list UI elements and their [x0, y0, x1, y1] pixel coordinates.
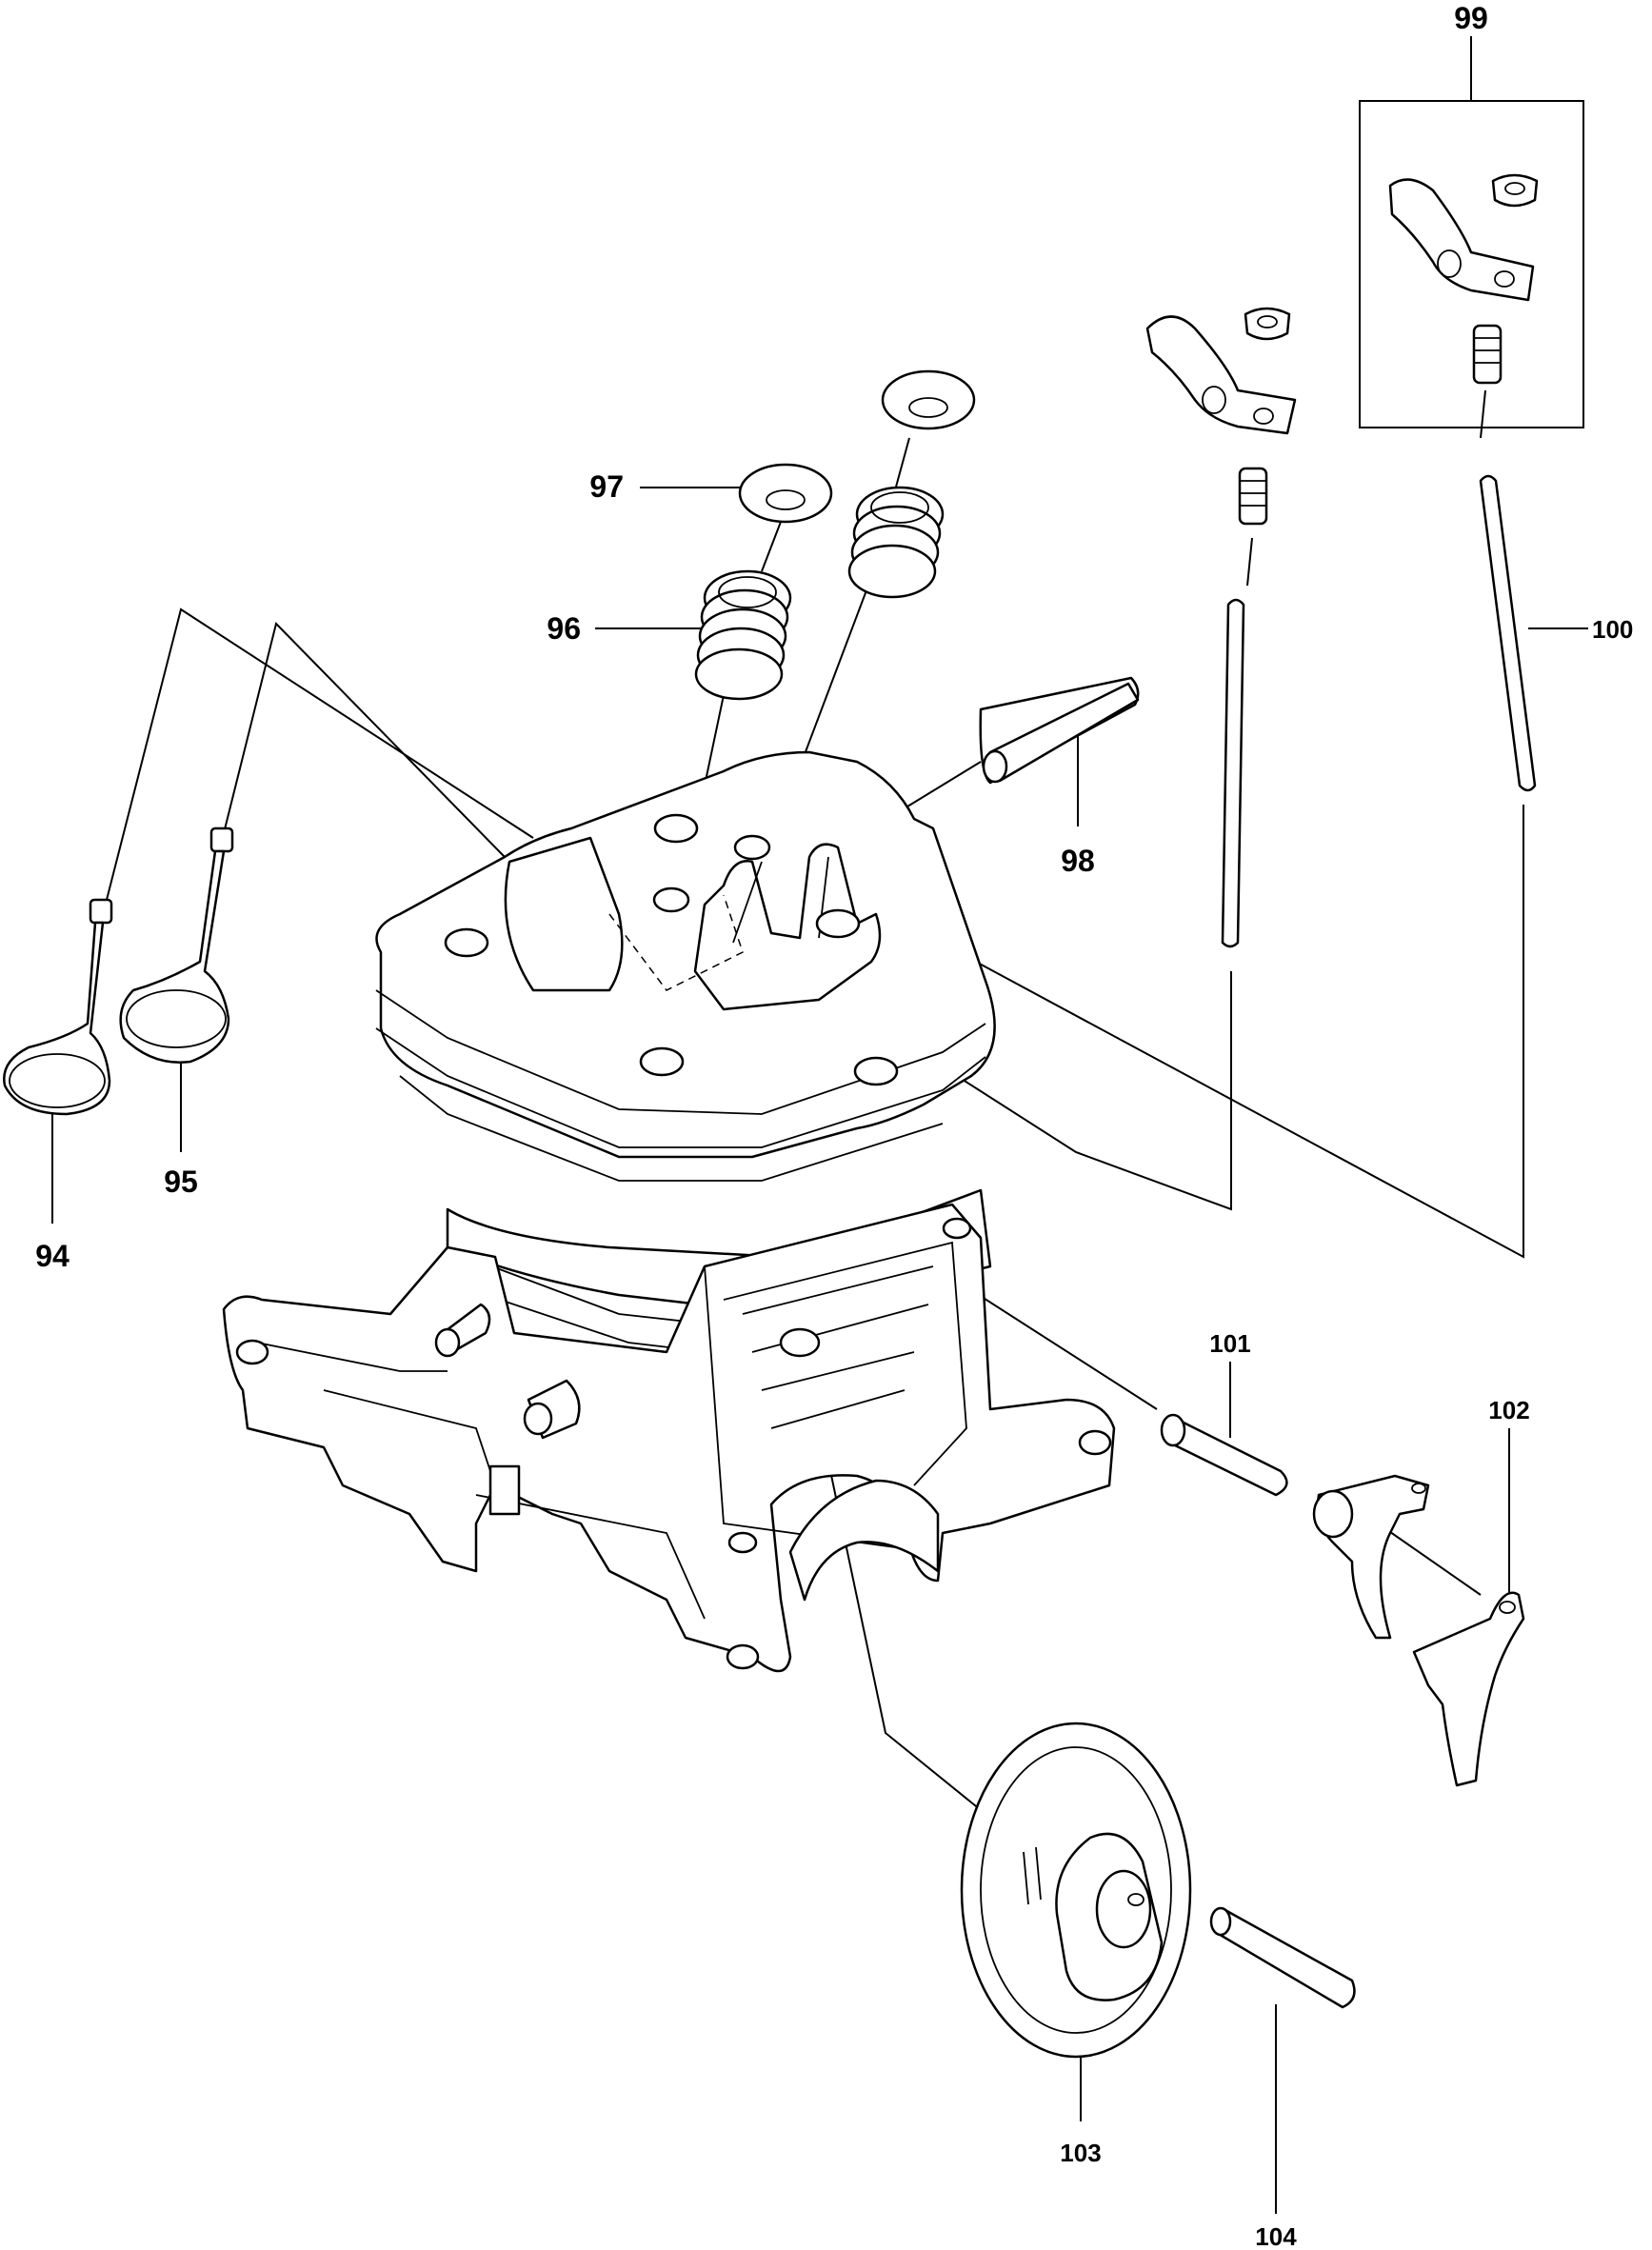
valve-spring-right — [847, 486, 945, 599]
callout-103: 103 — [1060, 2139, 1101, 2167]
callout-99: 99 — [1454, 1, 1488, 35]
cam-gear-103 — [960, 1722, 1192, 2059]
callout-101: 101 — [1209, 1329, 1250, 1358]
callout-100: 100 — [1592, 615, 1633, 644]
shaft-101 — [1160, 1413, 1288, 1497]
valve-intake-95 — [119, 826, 234, 1064]
governor-arm-lower — [1412, 1591, 1525, 1787]
cylinder-block — [222, 1188, 1116, 1673]
rocker-arm-left — [1145, 307, 1297, 435]
callout-98: 98 — [1061, 844, 1095, 878]
callout-96: 96 — [547, 611, 581, 646]
callout-104: 104 — [1255, 2222, 1297, 2250]
callout-94: 94 — [35, 1239, 70, 1273]
adjuster-99 — [1472, 324, 1503, 385]
callout-97: 97 — [589, 469, 624, 504]
rocker-arm-99 — [1388, 173, 1539, 302]
spring-retainer-right — [881, 369, 976, 430]
pushrod-left — [1221, 598, 1245, 948]
shaft-104 — [1209, 1906, 1356, 2009]
pushrod-100 — [1479, 474, 1537, 792]
callout-102: 102 — [1488, 1396, 1529, 1424]
valve-spring-96 — [694, 569, 792, 701]
cylinder-head — [375, 750, 996, 1182]
valve-exhaust-94 — [3, 898, 113, 1116]
spring-retainer-97 — [738, 463, 833, 524]
governor-arm-upper — [1312, 1474, 1430, 1640]
callout-95: 95 — [164, 1165, 198, 1199]
adjuster-left — [1238, 467, 1268, 526]
pin-98 — [979, 676, 1140, 785]
